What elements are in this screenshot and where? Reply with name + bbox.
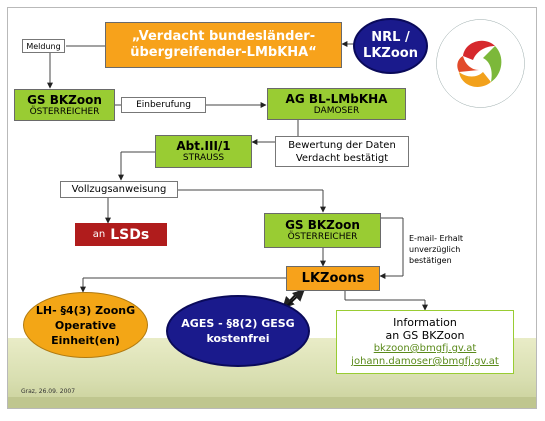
verdacht-line2: übergreifender-LMbKHA“ [130,45,317,60]
verdacht-line1: „Verdacht bundesländer- [131,29,316,44]
bewertung-box: Bewertung der Daten Verdacht bestätigt [275,136,409,167]
ministry-logo-icon [436,19,525,108]
lh-line1: LH- §4(3) ZoonG [35,303,136,317]
gs-mid-title: GS BKZoon [285,218,360,232]
info-email-link-1[interactable]: bkzoon@bmgfj.gv.at [373,343,477,354]
gs-bkzoon-mid-box: GS BKZoon ÖSTERREICHER [264,213,381,248]
lh-line3: Einheit(en) [51,333,120,347]
email-note-line2: unverzüglich [409,245,461,254]
gs-top-sub: ÖSTERREICHER [29,106,100,117]
ag-title: AG BL-LMbKHA [285,91,388,106]
lsds-box: an LSDs [75,223,167,246]
lkzoons-box: LKZoons [286,266,380,291]
lkzoons-label: LKZoons [301,271,365,286]
bewertung-line1: Bewertung der Daten [288,139,396,151]
gs-bkzoon-top-box: GS BKZoon ÖSTERREICHER [14,89,115,121]
nrl-line1: NRL / [371,30,410,45]
info-line2: an GS BKZoon [385,329,465,342]
nrl-line2: LKZoon [363,46,418,61]
abt-box: Abt.III/1 STRAUSS [155,135,252,168]
ages-line2: kostenfrei [206,332,270,345]
footer-strip [8,397,536,408]
verdacht-box: „Verdacht bundesländer- übergreifender-L… [105,22,342,68]
einberufung-box: Einberufung [121,97,206,113]
ages-line1: AGES - §8(2) GESG [181,317,295,330]
meldung-box: Meldung [22,39,65,53]
ag-sub: DAMOSER [313,105,360,116]
gs-mid-sub: ÖSTERREICHER [287,232,358,242]
information-box: Information an GS BKZoon bkzoon@bmgfj.gv… [336,310,514,374]
ag-box: AG BL-LMbKHA DAMOSER [267,88,406,120]
ministry-logo [433,16,528,111]
lh-oval: LH- §4(3) ZoonG Operative Einheit(en) [23,292,148,358]
nrl-oval: NRL / LKZoon [353,18,428,74]
ages-oval: AGES - §8(2) GESG kostenfrei [166,295,310,367]
einberufung-label: Einberufung [136,100,191,110]
email-note: E-mail- Erhalt unverzüglich bestätigen [409,233,499,266]
abt-sub: STRAUSS [182,153,225,163]
slide: Meldung „Verdacht bundesländer- übergrei… [7,7,537,409]
vollzug-label: Vollzugsanweisung [71,184,167,195]
gs-top-title: GS BKZoon [27,92,102,107]
connector-lines [47,41,428,311]
footer-date: Graz, 26.09. 2007 [21,388,76,395]
email-note-line1: E-mail- Erhalt [409,234,464,243]
lsds-title: LSDs [110,226,150,243]
email-note-line3: bestätigen [409,256,452,265]
abt-title: Abt.III/1 [176,139,231,153]
meldung-label: Meldung [26,41,61,51]
lh-line2: Operative [54,318,117,332]
info-line1: Information [393,316,457,329]
info-email-link-2[interactable]: johann.damoser@bmgfj.gv.at [351,356,499,367]
lsds-prefix: an [92,229,106,240]
bewertung-line2: Verdacht bestätigt [295,152,389,164]
vollzug-box: Vollzugsanweisung [60,181,178,198]
